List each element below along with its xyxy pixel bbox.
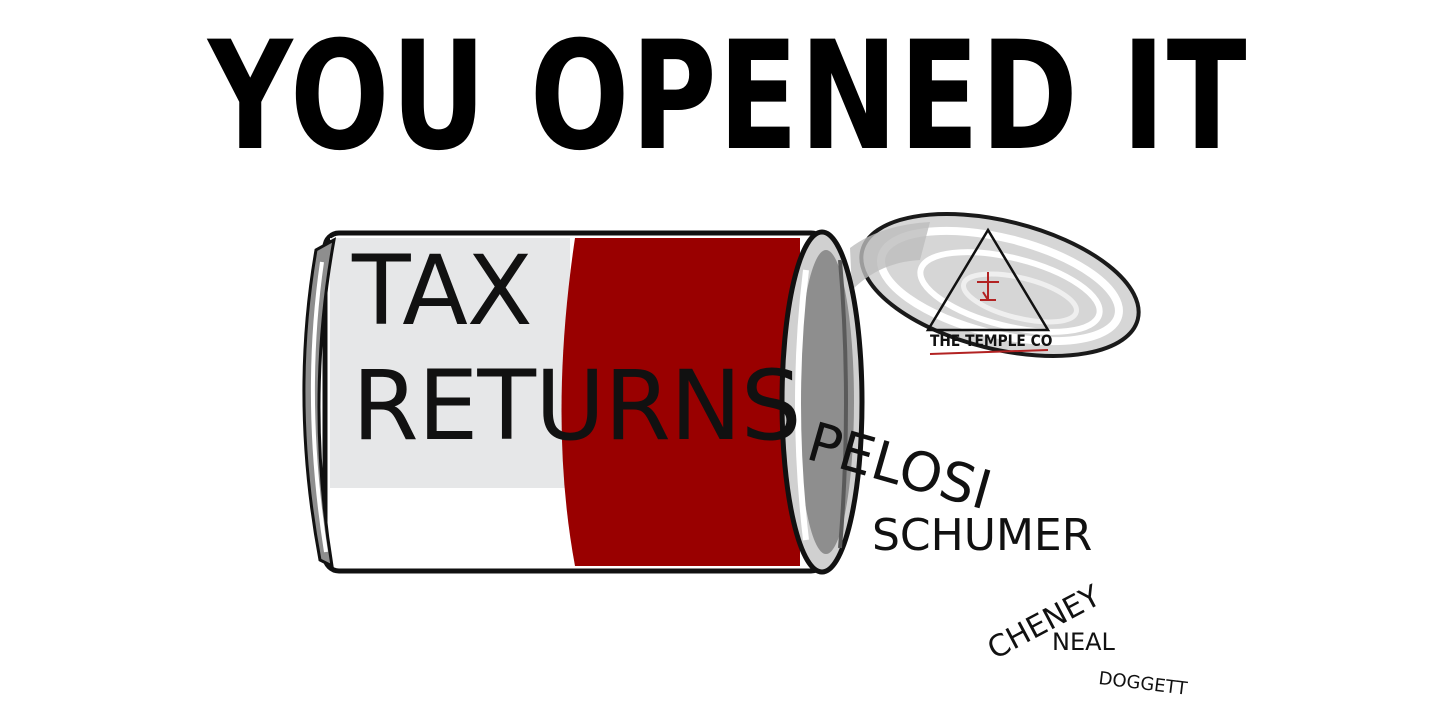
brand-name: THE TEMPLE CO [930, 331, 1053, 350]
headline: YOU OPENED IT [207, 10, 1249, 184]
can-label-tax: TAX [352, 235, 533, 347]
can-body [302, 230, 828, 574]
can-open-end [779, 229, 865, 575]
can-label-returns: RETURNS [352, 350, 802, 462]
can-lid [850, 212, 1141, 358]
spilled-name-neal: NEAL [1052, 628, 1115, 656]
spilled-name-schumer: SCHUMER [872, 510, 1093, 561]
triangle-glyph-icon [925, 227, 1051, 355]
